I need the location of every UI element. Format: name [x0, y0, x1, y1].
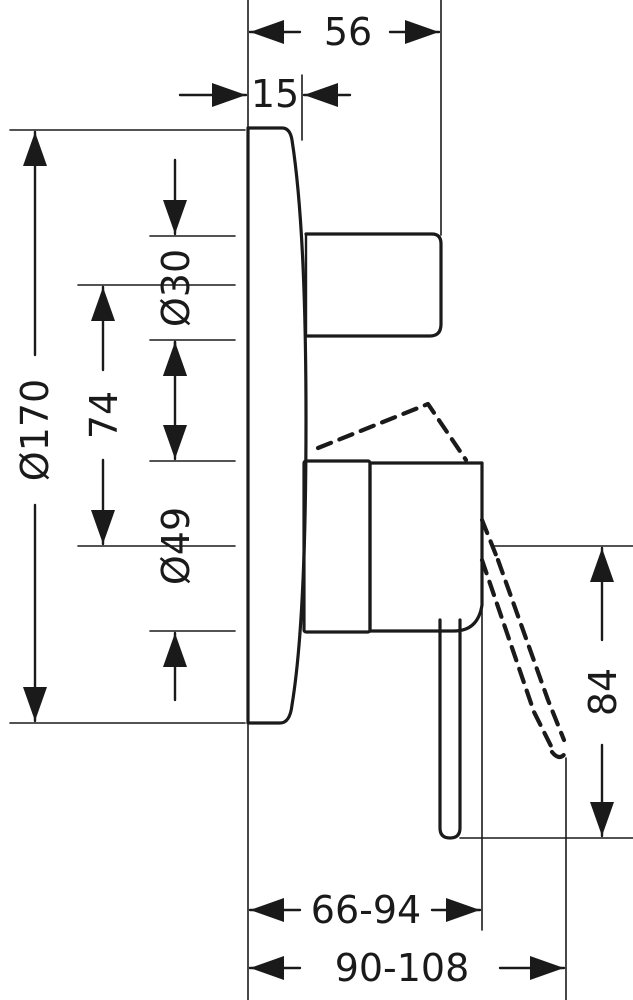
cartridge-body [302, 459, 372, 634]
dimension-center-distance: 74 [82, 285, 126, 546]
dimension-lever-height: 84 [581, 546, 625, 838]
dimension-body-diameter: Ø49 [154, 340, 198, 702]
dimension-lever-reach: 66-94 [248, 888, 482, 932]
dim-30-label: Ø30 [154, 249, 198, 327]
dim-56-label: 56 [324, 10, 372, 54]
dim-15-label: 15 [251, 72, 299, 116]
dim-49-label: Ø49 [154, 507, 198, 585]
dim-84-label: 84 [581, 668, 625, 716]
handle-sleeve [368, 461, 484, 633]
dimension-total-reach: 90-108 [248, 946, 566, 990]
dimension-depth-total: 56 [248, 10, 441, 54]
dim-66-94-label: 66-94 [311, 888, 421, 932]
dimension-plate-depth: 15 [178, 72, 352, 116]
dim-170-label: Ø170 [13, 379, 57, 481]
lever-handle [438, 618, 462, 840]
dimension-plate-diameter: Ø170 [13, 130, 57, 723]
extension-lines [9, 0, 633, 1000]
wall-plate [246, 126, 308, 725]
diverter-knob [304, 232, 443, 338]
dim-90-108-label: 90-108 [335, 946, 470, 990]
dim-74-label: 74 [82, 391, 126, 439]
dimension-knob-diameter: Ø30 [154, 158, 198, 376]
lever-alternate-positions [315, 401, 569, 760]
